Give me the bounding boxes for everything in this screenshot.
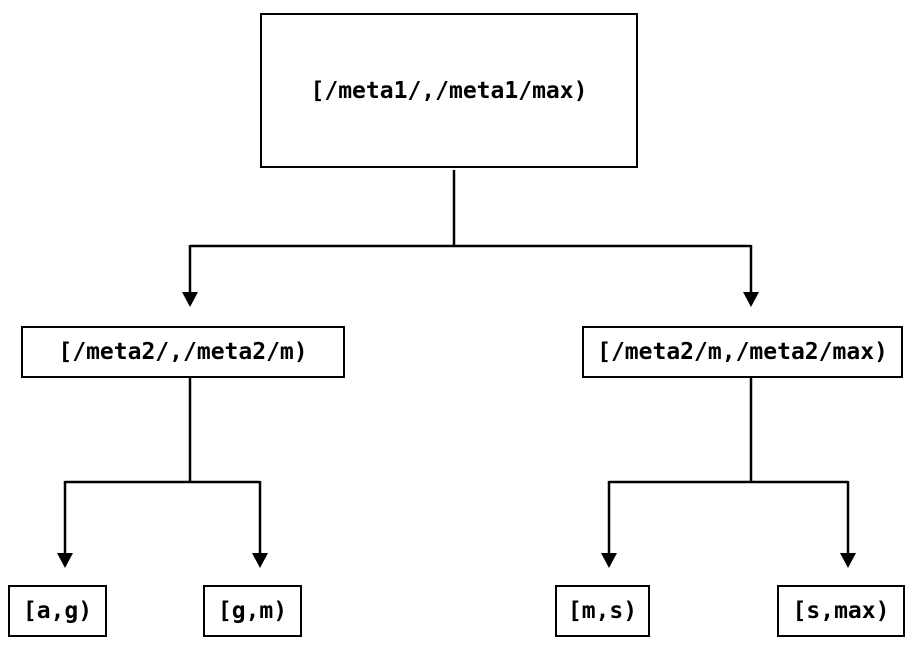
node-meta2-high: [/meta2/m,/meta2/max) xyxy=(582,326,903,378)
node-leaf-smax-label: [s,max) xyxy=(792,598,890,624)
node-meta2-low-label: [/meta2/,/meta2/m) xyxy=(58,339,308,365)
node-root: [/meta1/,/meta1/max) xyxy=(260,13,638,168)
arrowhead-leaf-smax xyxy=(840,553,856,568)
node-leaf-ag: [a,g) xyxy=(8,585,107,637)
edge-root-children xyxy=(182,170,759,307)
node-leaf-ms-label: [m,s) xyxy=(567,598,638,624)
node-leaf-smax: [s,max) xyxy=(777,585,905,637)
arrowhead-left-child xyxy=(182,292,198,307)
arrowhead-leaf-ag xyxy=(57,553,73,568)
edge-right-leaves xyxy=(601,378,856,568)
arrowhead-right-child xyxy=(743,292,759,307)
node-meta2-low: [/meta2/,/meta2/m) xyxy=(21,326,345,378)
edge-left-leaves xyxy=(57,378,268,568)
arrowhead-leaf-gm xyxy=(252,553,268,568)
node-leaf-gm: [g,m) xyxy=(203,585,302,637)
node-root-label: [/meta1/,/meta1/max) xyxy=(310,77,588,104)
node-leaf-ms: [m,s) xyxy=(555,585,650,637)
node-leaf-gm-label: [g,m) xyxy=(217,598,288,624)
node-leaf-ag-label: [a,g) xyxy=(22,598,93,624)
arrowhead-leaf-ms xyxy=(601,553,617,568)
node-meta2-high-label: [/meta2/m,/meta2/max) xyxy=(597,339,888,365)
